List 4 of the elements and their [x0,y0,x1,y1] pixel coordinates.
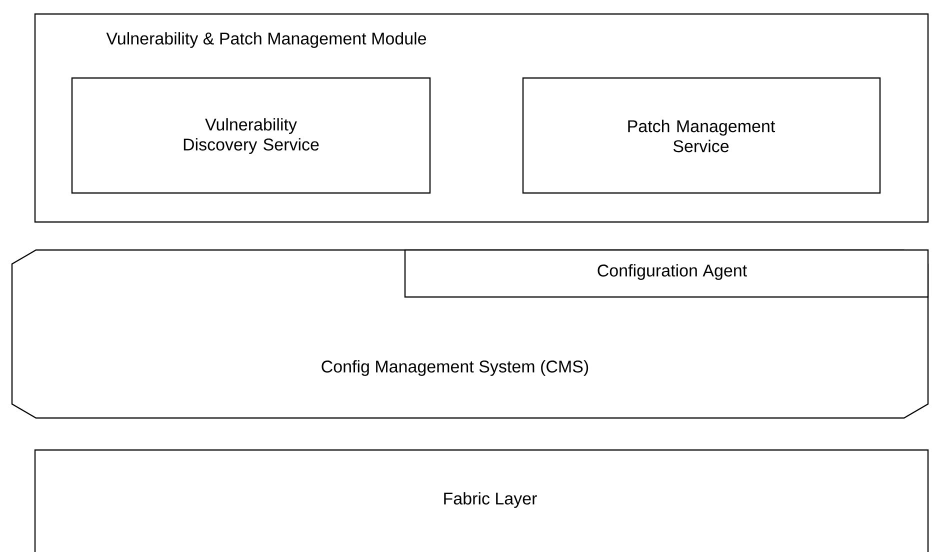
layer-box: Fabric Layer [34,449,929,552]
service-box: Vulnerability Discovery Service [71,77,431,194]
agent-box: Configuration Agent [404,249,929,298]
service-box: Patch Management Service [522,77,881,194]
